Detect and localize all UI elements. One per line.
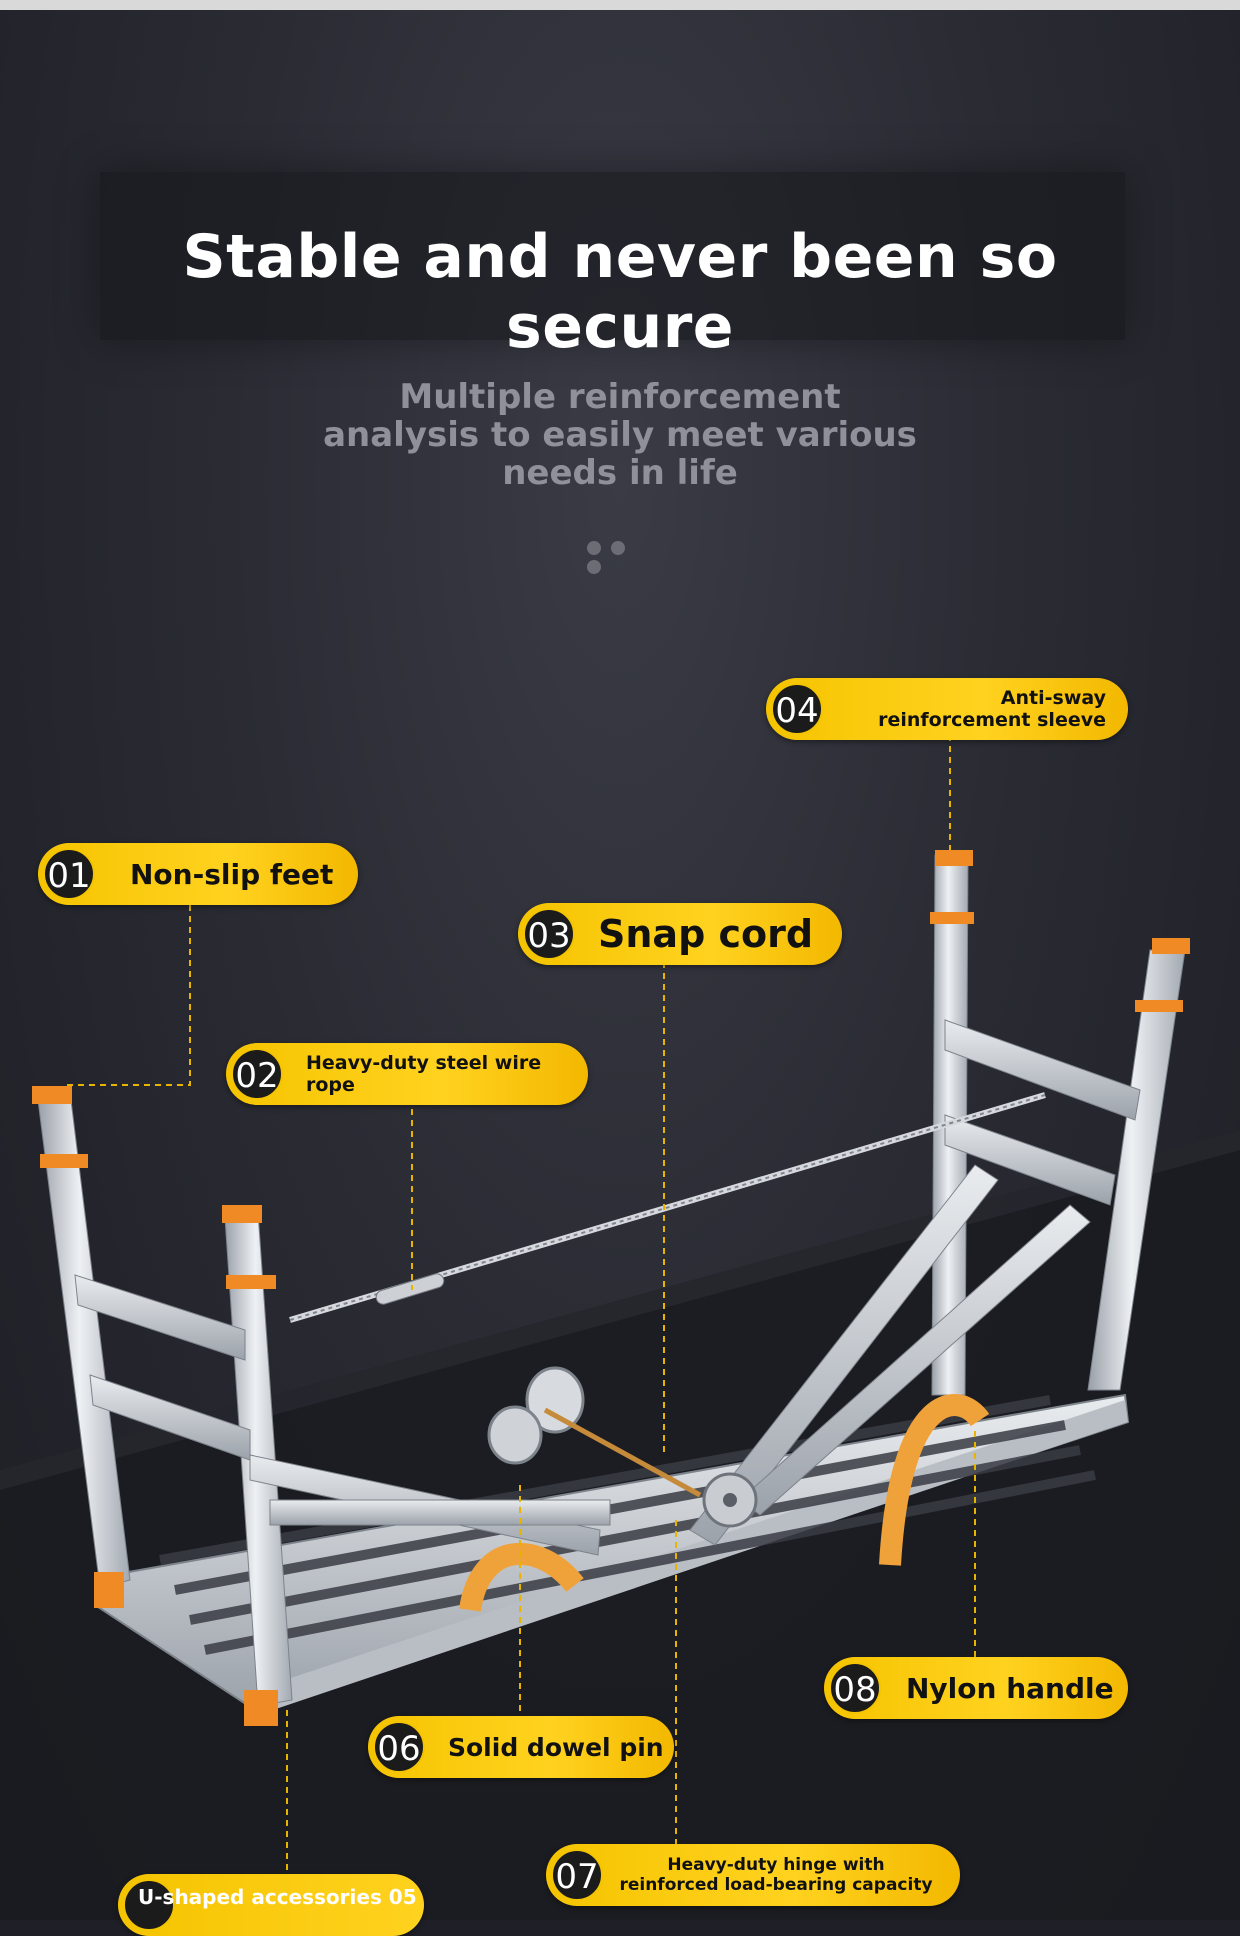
callout-steel-wire-rope: 02 Heavy-duty steel wire rope [226, 1043, 588, 1105]
callout-number: 01 [43, 848, 95, 900]
callout-number: 04 [771, 683, 823, 735]
callout-number: 02 [231, 1048, 283, 1100]
callout-number: 08 [829, 1662, 881, 1714]
page-title: Stable and never been so secure [182, 222, 1058, 362]
callout-anti-sway-sleeve: 04 Anti-sway reinforcement sleeve [766, 678, 1128, 740]
callout-nylon-handle: 08 Nylon handle [824, 1657, 1128, 1719]
callout-solid-dowel-pin: 06 Solid dowel pin [368, 1716, 674, 1778]
callout-heavy-duty-hinge: 07 Heavy-duty hinge with reinforced load… [546, 1844, 960, 1906]
callout-label: Solid dowel pin [448, 1732, 664, 1762]
callout-label: Non-slip feet [130, 857, 334, 891]
callout-number: 03 [523, 908, 575, 960]
dots-indicator [587, 540, 657, 574]
callout-label: U-shaped accessories 05 [138, 1885, 417, 1909]
callout-non-slip-feet: 01 Non-slip feet [38, 843, 358, 905]
non-slip-feet [32, 850, 1190, 1726]
top-strip [0, 0, 1240, 10]
callout-label: Heavy-duty hinge with reinforced load-be… [619, 1855, 933, 1895]
callout-number: 07 [551, 1849, 603, 1901]
callout-number: 06 [373, 1721, 425, 1773]
leader-lines [62, 735, 976, 1870]
title-band [100, 172, 1125, 340]
callout-label: Nylon handle [906, 1671, 1114, 1705]
callout-snap-cord: 03 Snap cord [518, 903, 842, 965]
callout-label: Heavy-duty steel wire rope [306, 1052, 542, 1096]
callout-label: Anti-sway reinforcement sleeve [878, 687, 1106, 731]
subtitle: Multiple reinforcement analysis to easil… [323, 377, 917, 493]
callout-u-shaped-accessories: U-shaped accessories 05 [118, 1874, 424, 1936]
callout-label: Snap cord [598, 912, 814, 956]
